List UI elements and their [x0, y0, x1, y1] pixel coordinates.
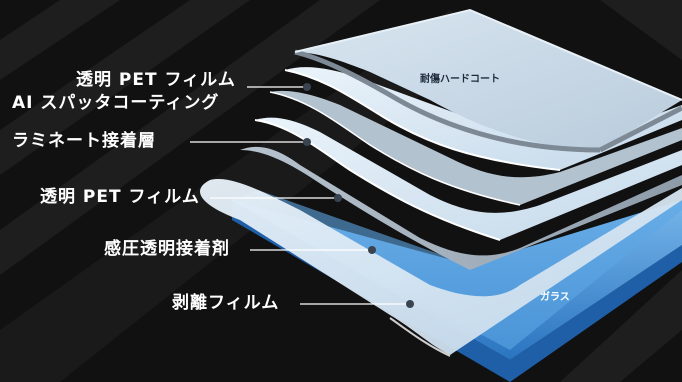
laminate-layer [269, 90, 682, 206]
dot-pet-ai [303, 83, 311, 91]
adhesive-layer [240, 146, 682, 270]
dot-laminate [303, 138, 311, 146]
label-glass: ガラス [540, 292, 570, 303]
dot-release [406, 300, 414, 308]
label-hardcoat: 耐傷ハードコート [420, 74, 500, 85]
label-pet: 透明 PET フィルム [40, 187, 200, 207]
label-laminate: ラミネート接着層 [12, 131, 156, 151]
label-adhesive: 感圧透明接着剤 [104, 239, 230, 259]
dot-adhesive [368, 246, 376, 254]
leader-lines [190, 86, 410, 305]
label-pet-ai-line1: 透明 PET フィルム [76, 70, 236, 90]
dot-pet [334, 194, 342, 202]
label-pet-ai-line2: AI スパッタコーティング [12, 93, 220, 113]
pet-film-lower [254, 117, 682, 241]
label-release: 剥離フィルム [172, 293, 280, 313]
hardcoat-slab [294, 8, 682, 153]
release-film [200, 179, 682, 357]
leader-dots [303, 83, 414, 308]
